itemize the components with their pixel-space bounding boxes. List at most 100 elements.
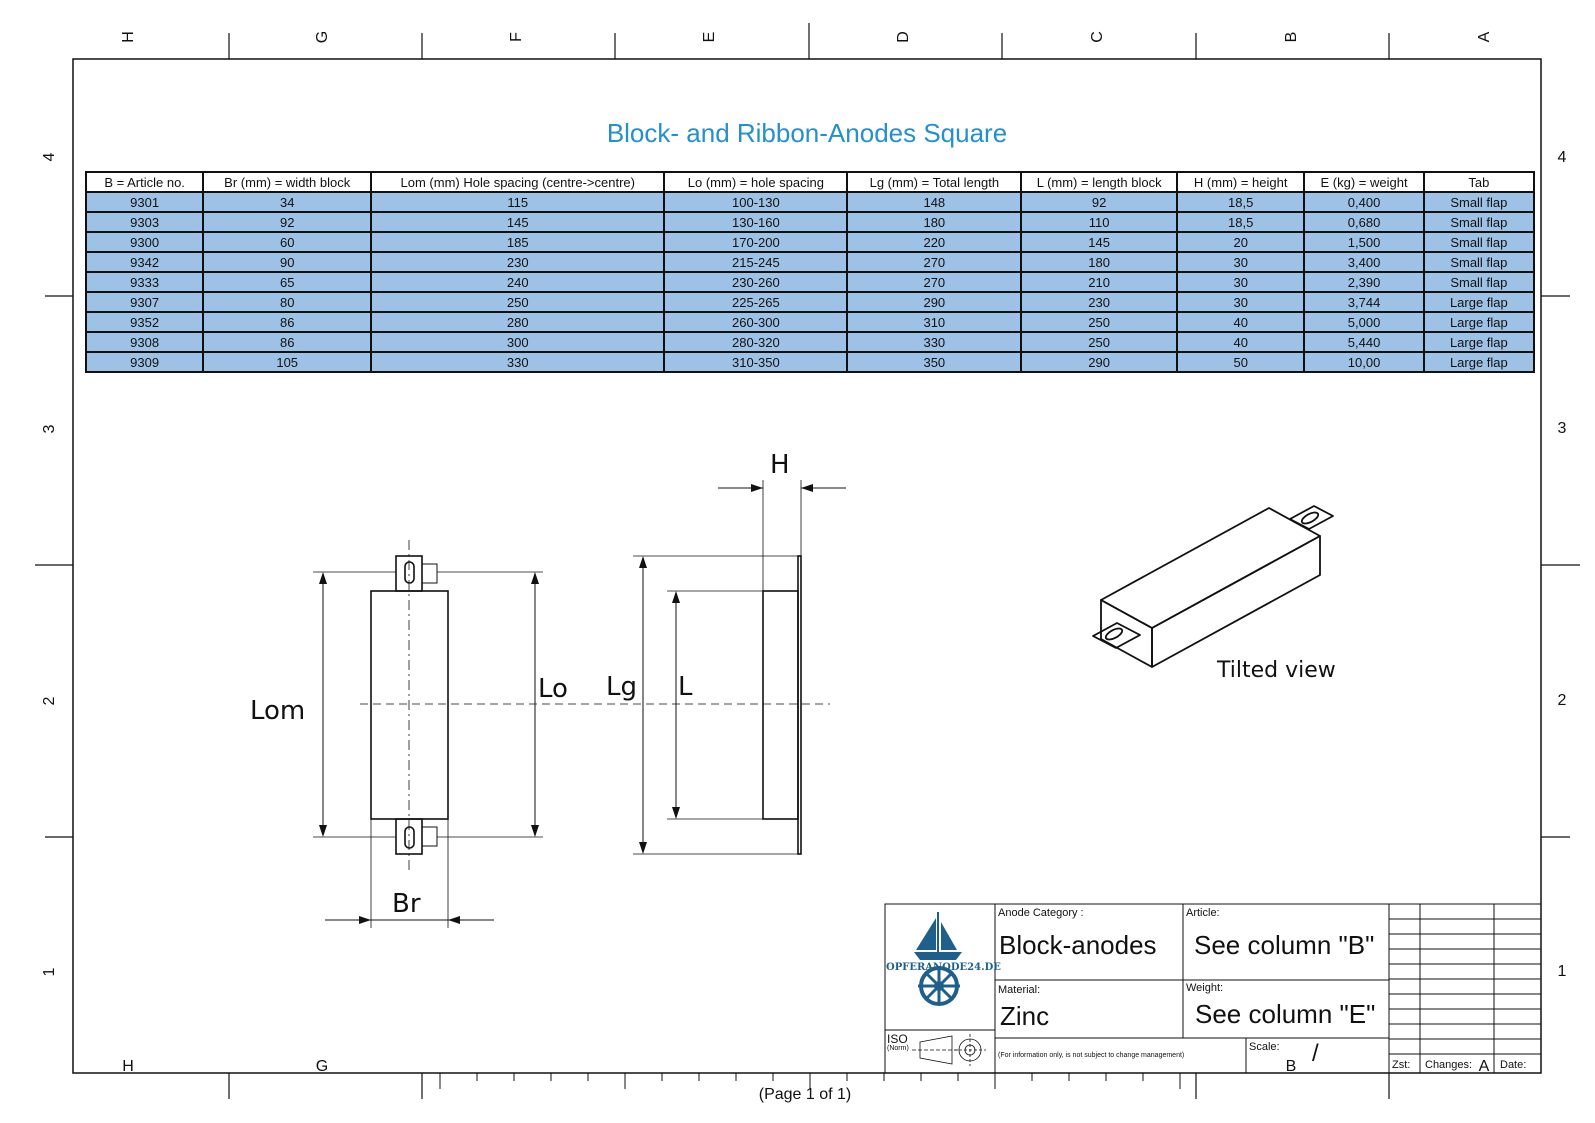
page-label: (Page 1 of 1) xyxy=(758,1086,852,1103)
zone-frame xyxy=(35,23,1580,1099)
zone-label: A xyxy=(1478,1058,1490,1075)
zone-label: 4 xyxy=(1557,149,1567,166)
table-cell: 9303 xyxy=(84,211,205,233)
table-cell: 20 xyxy=(1175,231,1306,253)
table-cell: 1,500 xyxy=(1303,231,1425,253)
table-cell: Small flap xyxy=(1422,251,1536,273)
table-cell: 180 xyxy=(846,211,1023,233)
table-cell: 40 xyxy=(1175,311,1306,333)
table-cell: Large flap xyxy=(1422,351,1536,373)
table-cell: 310 xyxy=(846,311,1023,333)
material-label: Material: xyxy=(998,984,1041,996)
table-cell: 145 xyxy=(1020,231,1178,253)
table-cell: 250 xyxy=(1020,331,1178,353)
table-cell: 90 xyxy=(202,251,373,273)
table-cell: 170-200 xyxy=(663,231,849,253)
side-view xyxy=(633,480,846,855)
table-cell: 130-160 xyxy=(663,211,849,233)
table-cell: 230 xyxy=(1020,291,1178,313)
column-header: L (mm) = length block xyxy=(1020,171,1178,193)
weight-label: Weight: xyxy=(1186,982,1224,994)
zst-label: Zst: xyxy=(1392,1059,1411,1071)
table-cell: 300 xyxy=(370,331,666,353)
table-cell: 60 xyxy=(202,231,373,253)
column-header: Lom (mm) Hole spacing (centre->centre) xyxy=(370,171,666,193)
tilted-view-caption: Tilted view xyxy=(1217,658,1336,683)
table-cell: 250 xyxy=(370,291,666,313)
zone-label: G xyxy=(314,30,331,44)
table-cell: Large flap xyxy=(1422,311,1536,333)
category-label: Anode Category : xyxy=(998,907,1084,919)
zone-label: A xyxy=(1476,31,1493,43)
table-cell: 145 xyxy=(370,211,666,233)
info-note: (For information only, is not subject to… xyxy=(998,1052,1185,1059)
table-cell: 18,5 xyxy=(1175,191,1306,213)
scale-label: Scale: xyxy=(1249,1041,1280,1053)
table-cell: 9308 xyxy=(84,331,205,353)
category-value: Block-anodes xyxy=(999,930,1157,960)
table-cell: 180 xyxy=(1020,251,1178,273)
material-value: Zinc xyxy=(1000,1001,1050,1031)
table-cell: 9333 xyxy=(84,271,205,293)
table-cell: 270 xyxy=(846,251,1023,273)
column-header: B = Article no. xyxy=(84,171,205,193)
table-cell: 3,400 xyxy=(1303,251,1425,273)
table-cell: 185 xyxy=(370,231,666,253)
logo-text: OPFERANODE24.DE xyxy=(886,962,1001,973)
table-cell: 10,00 xyxy=(1303,351,1425,373)
table-cell: 230-260 xyxy=(663,271,849,293)
table-cell: Small flap xyxy=(1422,231,1536,253)
table-cell: 65 xyxy=(202,271,373,293)
dimension-label-h: H xyxy=(770,450,790,480)
table-cell: 100-130 xyxy=(663,191,849,213)
column-header: Lg (mm) = Total length xyxy=(846,171,1023,193)
table-cell: 115 xyxy=(370,191,666,213)
table-cell: 9309 xyxy=(84,351,205,373)
table-cell: 220 xyxy=(846,231,1023,253)
table-cell: Small flap xyxy=(1422,191,1536,213)
projection-symbol-icon xyxy=(912,1034,986,1066)
table-cell: 0,400 xyxy=(1303,191,1425,213)
dimension-label-lom: Lom xyxy=(250,696,306,726)
table-cell: 86 xyxy=(202,311,373,333)
table-cell: 30 xyxy=(1175,251,1306,273)
table-cell: 92 xyxy=(1020,191,1178,213)
table-cell: 30 xyxy=(1175,291,1306,313)
iso-label: ISO xyxy=(887,1032,908,1046)
table-cell: 86 xyxy=(202,331,373,353)
column-header: Tab xyxy=(1422,171,1536,193)
table-cell: 260-300 xyxy=(663,311,849,333)
zone-label: E xyxy=(701,31,718,43)
dimension-label-br: Br xyxy=(392,889,421,919)
iso-norm-label: (Norm) xyxy=(887,1045,909,1052)
article-label: Article: xyxy=(1186,907,1220,919)
changes-label: Changes: xyxy=(1425,1059,1473,1071)
zone-label: 3 xyxy=(1557,420,1567,437)
zone-label: 3 xyxy=(41,424,58,434)
zone-label: 2 xyxy=(41,696,58,706)
front-view xyxy=(313,540,830,928)
zone-label: H xyxy=(122,1058,134,1075)
zone-label: D xyxy=(895,31,912,43)
tilted-view-illustration xyxy=(1092,505,1334,668)
table-cell: 330 xyxy=(846,331,1023,353)
zone-label: 2 xyxy=(1557,692,1567,709)
column-header: Br (mm) = width block xyxy=(202,171,373,193)
dimension-label-l: L xyxy=(678,672,693,702)
table-cell: 9300 xyxy=(84,231,205,253)
table-cell: 9352 xyxy=(84,311,205,333)
table-cell: 5,440 xyxy=(1303,331,1425,353)
table-cell: 80 xyxy=(202,291,373,313)
zone-label: C xyxy=(1089,31,1106,43)
table-cell: 240 xyxy=(370,271,666,293)
date-label: Date: xyxy=(1500,1059,1527,1071)
